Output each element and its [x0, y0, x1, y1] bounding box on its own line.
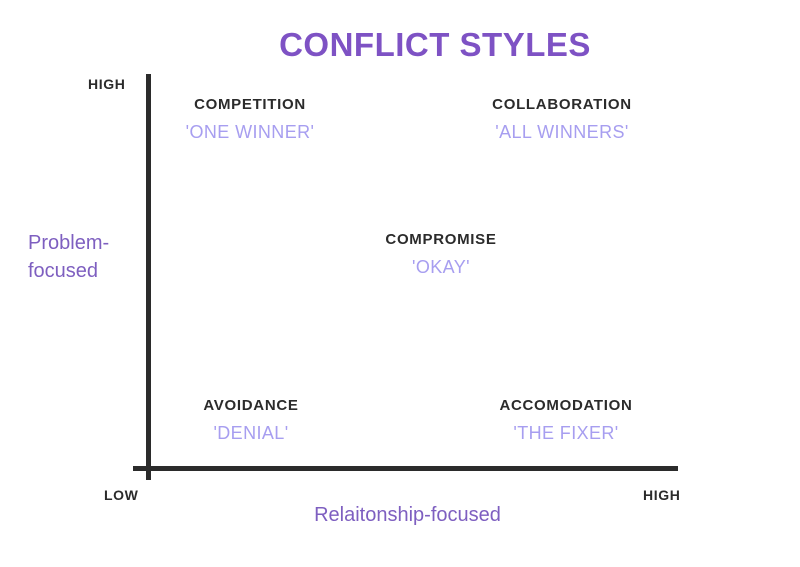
- y-axis-title-line-2: focused: [28, 260, 99, 282]
- y-axis-tick-high: HIGH: [88, 76, 126, 92]
- y-axis-title-line-1: Problem-: [28, 232, 110, 254]
- quadrant-collaboration-heading: COLLABORATION: [492, 96, 632, 113]
- quadrant-collaboration-subtitle: 'ALL WINNERS': [495, 122, 629, 142]
- quadrant-avoidance: AVOIDANCE 'DENIAL': [151, 397, 351, 444]
- x-axis-tick-low: LOW: [104, 487, 139, 503]
- x-axis-title: Relaitonship-focused: [314, 504, 501, 526]
- quadrant-competition-subtitle: 'ONE WINNER': [185, 122, 315, 142]
- quadrant-avoidance-heading: AVOIDANCE: [203, 397, 299, 414]
- quadrant-accomodation: ACCOMODATION 'THE FIXER': [466, 397, 666, 444]
- quadrant-accomodation-heading: ACCOMODATION: [499, 397, 633, 414]
- quadrant-competition: COMPETITION 'ONE WINNER': [150, 96, 350, 143]
- x-axis-tick-high: HIGH: [643, 487, 681, 503]
- y-axis-line: [146, 74, 151, 480]
- quadrant-collaboration: COLLABORATION 'ALL WINNERS': [462, 96, 662, 143]
- quadrant-accomodation-subtitle: 'THE FIXER': [513, 423, 619, 443]
- quadrant-compromise: COMPROMISE 'OKAY': [341, 231, 541, 278]
- x-axis-line: [133, 466, 678, 471]
- quadrant-compromise-subtitle: 'OKAY': [412, 257, 470, 277]
- y-axis-title: Problem- focused: [28, 229, 109, 285]
- quadrant-avoidance-subtitle: 'DENIAL': [213, 423, 289, 443]
- quadrant-compromise-heading: COMPROMISE: [385, 231, 497, 248]
- quadrant-competition-heading: COMPETITION: [194, 96, 306, 113]
- page-title: CONFLICT STYLES: [279, 26, 591, 63]
